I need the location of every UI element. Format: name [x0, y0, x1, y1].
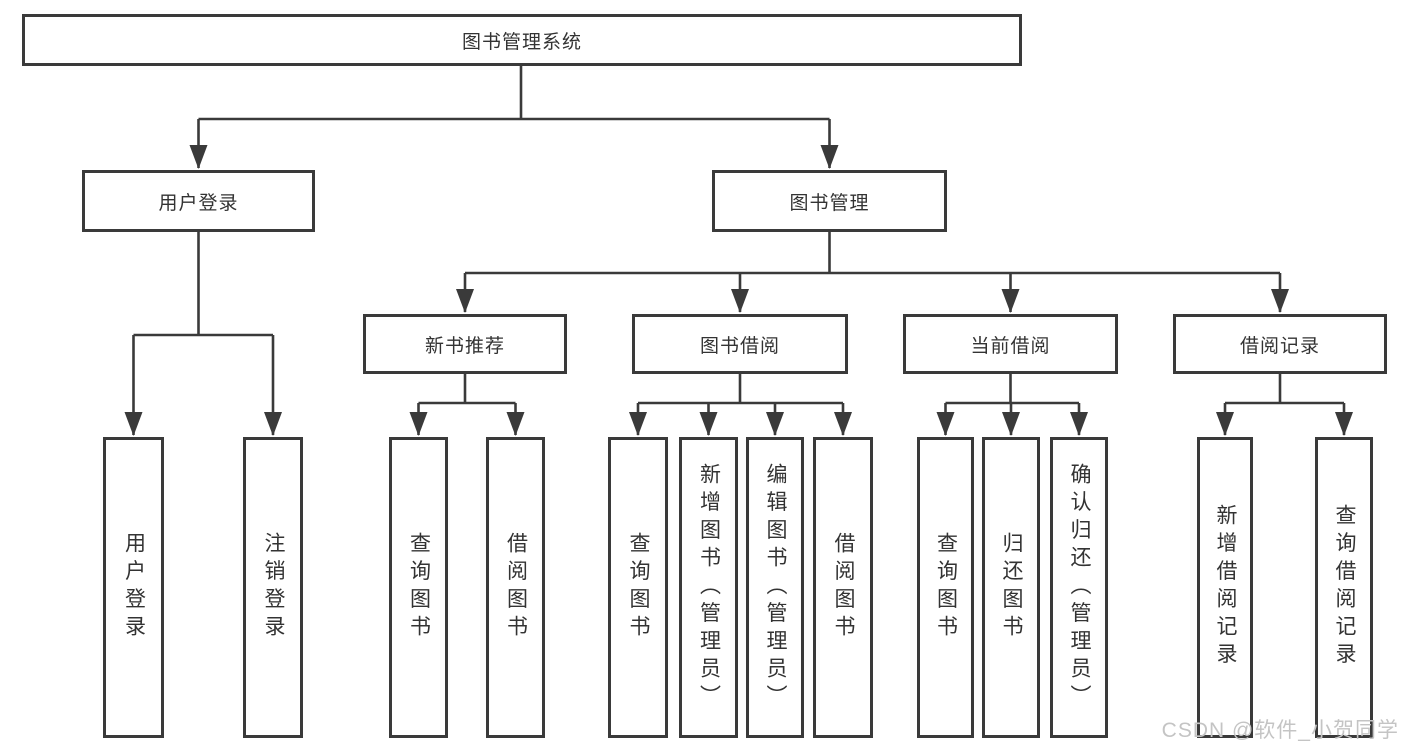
leaf-borrow-books-recommend: 借阅图书: [486, 437, 545, 738]
node-user-login: 用户登录: [82, 170, 315, 232]
leaf-return-books: 归还图书: [982, 437, 1040, 738]
leaf-edit-book-admin: 编辑图书（管理员）: [746, 437, 804, 738]
leaf-query-books-borrow: 查询图书: [608, 437, 668, 738]
leaf-logout-login: 注销登录: [243, 437, 303, 738]
watermark-text: CSDN @软件_小贺同学: [1161, 719, 1399, 742]
leaf-user-login: 用户登录: [103, 437, 164, 738]
node-book-management: 图书管理: [712, 170, 947, 232]
leaf-query-books-recommend: 查询图书: [389, 437, 448, 738]
node-new-book-recommend: 新书推荐: [363, 314, 567, 374]
leaf-borrow-books: 借阅图书: [813, 437, 873, 738]
node-book-borrowing: 图书借阅: [632, 314, 848, 374]
node-borrowing-records: 借阅记录: [1173, 314, 1387, 374]
node-library-management-system: 图书管理系统: [22, 14, 1022, 66]
node-current-borrowing: 当前借阅: [903, 314, 1118, 374]
leaf-query-borrow-record: 查询借阅记录: [1315, 437, 1373, 738]
leaf-query-books-current: 查询图书: [917, 437, 974, 738]
leaf-add-borrow-record: 新增借阅记录: [1197, 437, 1253, 738]
leaf-add-book-admin: 新增图书（管理员）: [679, 437, 738, 738]
leaf-confirm-return-admin: 确认归还（管理员）: [1050, 437, 1108, 738]
